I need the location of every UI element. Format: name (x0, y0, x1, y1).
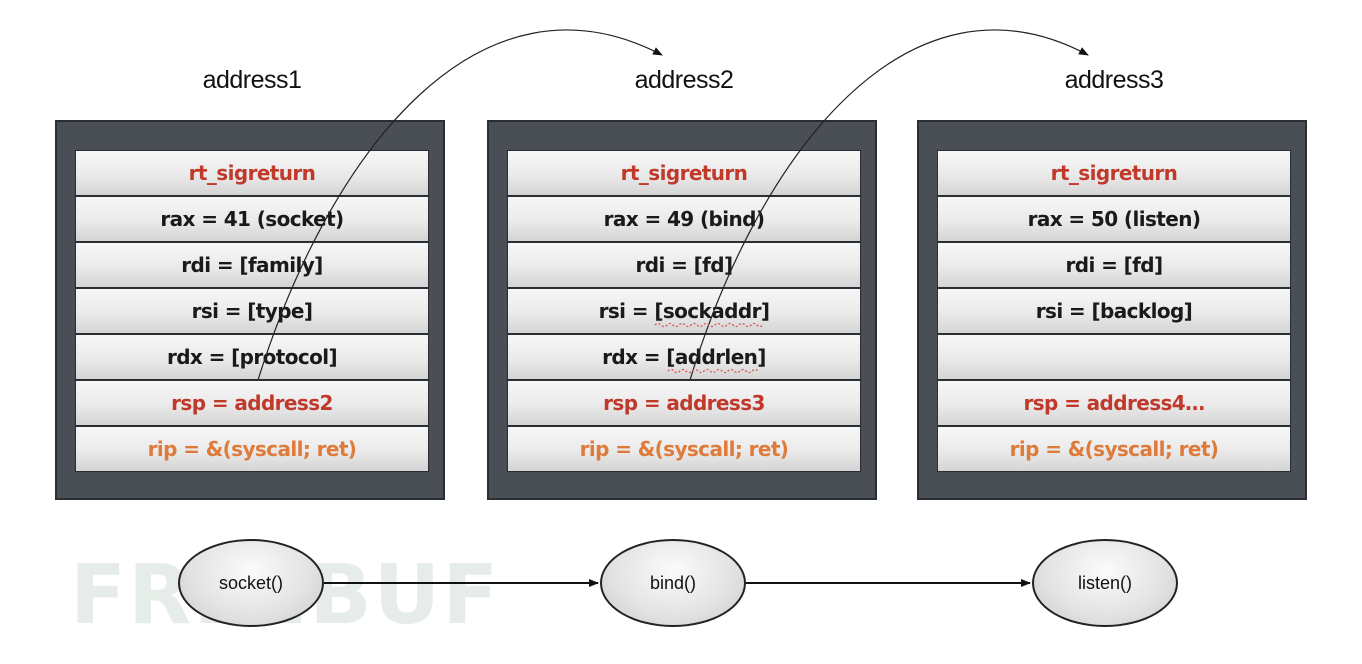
address2-cell-rax: rax = 49 (bind) (507, 196, 861, 242)
address2-cell-rdx: rdx = [addrlen] (507, 334, 861, 380)
address1-cell-rip: rip = &(syscall; ret) (75, 426, 429, 472)
address1-cell-rdx: rdx = [protocol] (75, 334, 429, 380)
address2-frame: rt_sigreturn rax = 49 (bind) rdi = [fd] … (487, 120, 877, 500)
address2-cell-rsp: rsp = address3 (507, 380, 861, 426)
address3-cell-rsp: rsp = address4… (937, 380, 1291, 426)
address2-title: address2 (634, 66, 734, 94)
address3-cell-rsi: rsi = [backlog] (937, 288, 1291, 334)
address1-cell-rsi: rsi = [type] (75, 288, 429, 334)
address1-cell-rdi: rdi = [family] (75, 242, 429, 288)
address1-cell-rt-sigreturn: rt_sigreturn (75, 150, 429, 196)
address2-cell-rdi: rdi = [fd] (507, 242, 861, 288)
address1-cell-rsp: rsp = address2 (75, 380, 429, 426)
address3-cell-rip: rip = &(syscall; ret) (937, 426, 1291, 472)
address1-title: address1 (202, 66, 302, 94)
address3-cell-rdi: rdi = [fd] (937, 242, 1291, 288)
address1-frame: rt_sigreturn rax = 41 (socket) rdi = [fa… (55, 120, 445, 500)
address3-cell-empty (937, 334, 1291, 380)
address2-cell-rt-sigreturn: rt_sigreturn (507, 150, 861, 196)
address2-cell-rsi: rsi = [sockaddr] (507, 288, 861, 334)
address3-frame: rt_sigreturn rax = 50 (listen) rdi = [fd… (917, 120, 1307, 500)
bind-node: bind() (600, 539, 746, 627)
address2-cell-rip: rip = &(syscall; ret) (507, 426, 861, 472)
address3-cell-rax: rax = 50 (listen) (937, 196, 1291, 242)
listen-node: listen() (1032, 539, 1178, 627)
address3-title: address3 (1064, 66, 1164, 94)
socket-node: socket() (178, 539, 324, 627)
address3-cell-rt-sigreturn: rt_sigreturn (937, 150, 1291, 196)
address1-cell-rax: rax = 41 (socket) (75, 196, 429, 242)
